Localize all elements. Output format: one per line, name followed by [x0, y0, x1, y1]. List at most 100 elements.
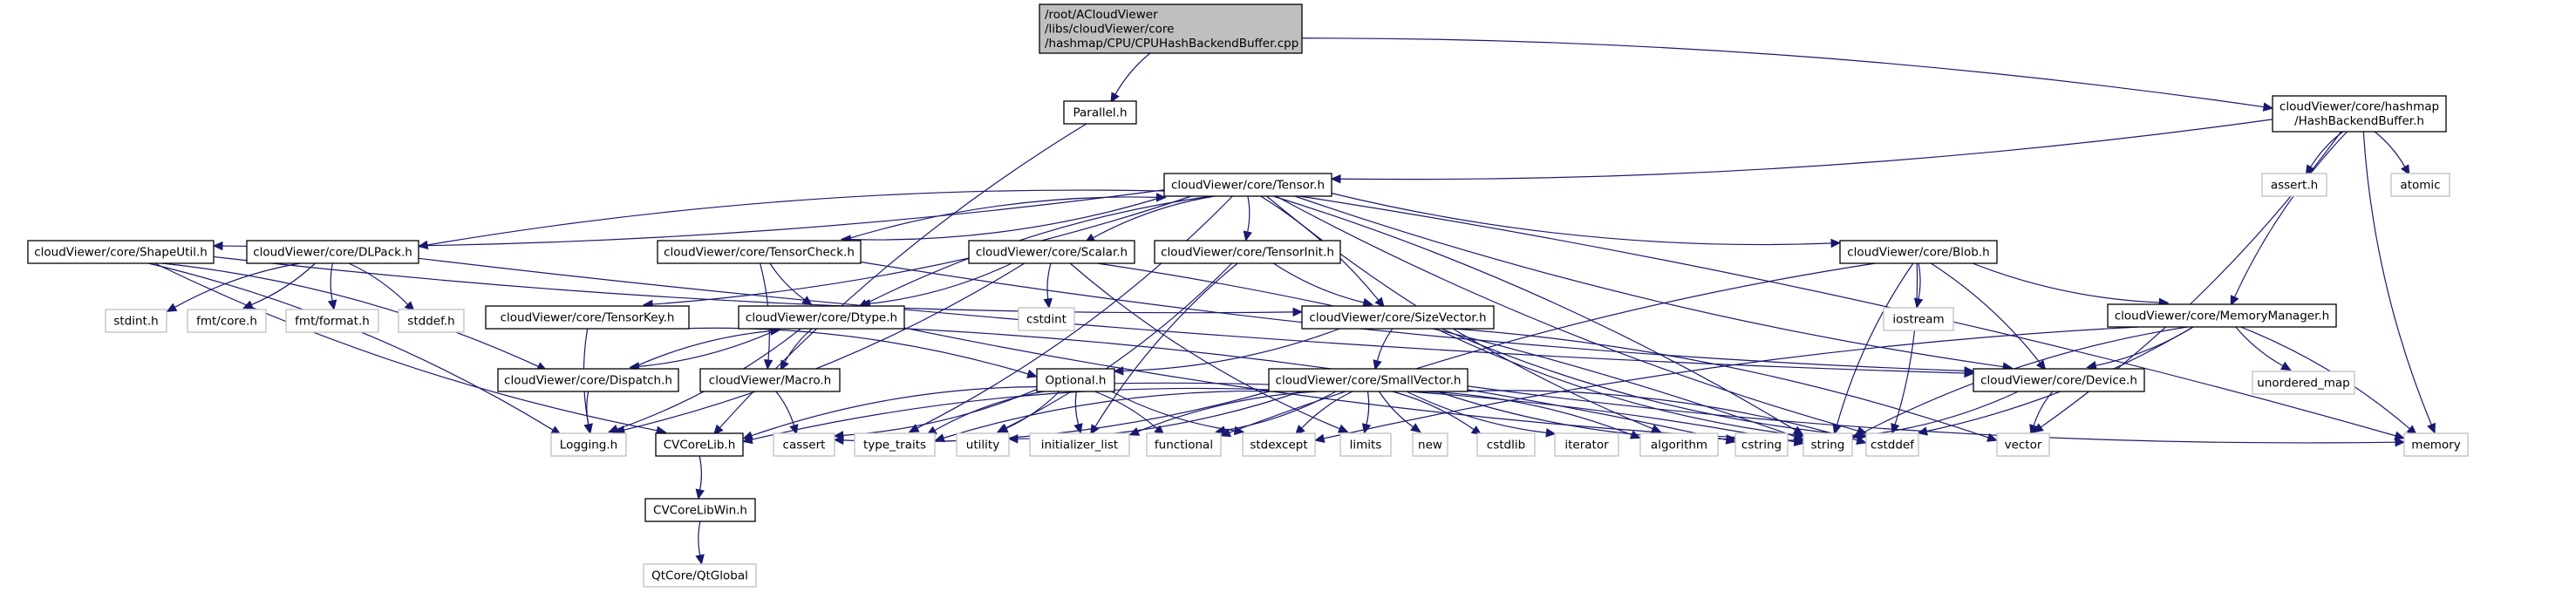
arrowhead-icon [1292, 307, 1304, 317]
edge-line [1860, 326, 2188, 435]
edge-line [638, 328, 780, 367]
arrowhead-icon [1410, 423, 1421, 433]
edge-line [154, 262, 658, 432]
node-label: CVCoreLibWin.h [653, 503, 747, 517]
node-blob[interactable]: cloudViewer/core/Blob.h [1839, 240, 1998, 264]
node-dispatch[interactable]: cloudViewer/core/Dispatch.h [497, 368, 679, 392]
edge-line [1441, 328, 1858, 437]
node-cassert: cassert [773, 432, 835, 457]
node-device[interactable]: cloudViewer/core/Device.h [1973, 368, 2145, 392]
node-label: cloudViewer/core/TensorCheck.h [664, 245, 855, 259]
node-box [956, 432, 1010, 457]
edge-line [903, 327, 1796, 441]
edge-line [1422, 391, 1632, 436]
node-tensor[interactable]: cloudViewer/core/Tensor.h [1163, 173, 1332, 197]
edge-line [1114, 52, 1151, 95]
arrowhead-icon [1026, 369, 1038, 378]
node-root[interactable]: /root/ACloudViewer/libs/cloudViewer/core… [1039, 3, 1303, 54]
edge-line [1301, 37, 2265, 108]
arrowhead-icon [583, 423, 593, 434]
node-box [2403, 432, 2469, 457]
node-label: cloudViewer/core/TensorKey.h [501, 310, 675, 324]
edge-shapeutil-to-cvcorelib [154, 262, 667, 435]
arrowhead-icon [212, 241, 223, 251]
edge-blob-to-cstddef [1891, 262, 1918, 434]
edge-smallvector-to-typetraits [934, 390, 1285, 443]
node-box [27, 240, 215, 264]
node-box [285, 309, 379, 333]
node-label: CVCoreLib.h [664, 438, 736, 452]
edge-line [1467, 385, 2396, 444]
node-tensorinit[interactable]: cloudViewer/core/TensorInit.h [1154, 240, 1341, 264]
edge-smallvector-to-stdexcept [1294, 391, 1353, 436]
edge-scalar-to-cstdint [1043, 262, 1053, 310]
node-label: cstdlib [1487, 438, 1525, 452]
arrowhead-icon [1793, 437, 1805, 446]
node-hashbuf[interactable]: cloudViewer/core/hashmap/HashBackendBuff… [2272, 95, 2447, 133]
node-box [1996, 432, 2050, 457]
edge-macro-to-cassert [775, 391, 799, 435]
edges-layer [147, 37, 2436, 566]
node-tensorkey[interactable]: cloudViewer/core/TensorKey.h [485, 305, 690, 330]
edge-line [251, 262, 316, 306]
node-label: cloudViewer/Macro.h [709, 373, 831, 387]
node-tensorcheck[interactable]: cloudViewer/core/TensorCheck.h [657, 240, 862, 264]
node-iostream: iostream [1883, 307, 1954, 331]
edge-hashbuf-to-atomic [2374, 131, 2410, 176]
node-label: cstring [1741, 438, 1782, 452]
edge-dtype-to-macro [780, 328, 813, 371]
node-dtype[interactable]: cloudViewer/core/Dtype.h [738, 305, 905, 330]
node-box [550, 432, 627, 457]
arrowhead-icon [417, 240, 429, 250]
node-scalar[interactable]: cloudViewer/core/Scalar.h [968, 240, 1135, 264]
arrowhead-icon [2029, 424, 2039, 435]
node-label: unordered_map [2257, 376, 2349, 390]
node-shapeutil[interactable]: cloudViewer/core/ShapeUtil.h [27, 240, 215, 264]
node-cvcorelibwin[interactable]: CVCoreLibWin.h [644, 498, 756, 522]
edge-dtype-to-dispatch [629, 328, 780, 371]
node-smallvector[interactable]: cloudViewer/core/SmallVector.h [1268, 368, 1469, 392]
edge-line [1378, 391, 1414, 428]
arrowhead-icon [934, 433, 945, 443]
node-label: /root/ACloudViewer [1045, 8, 1158, 22]
node-algorithm: algorithm [1639, 432, 1719, 457]
edge-smallvector-to-cstdlib [1392, 391, 1482, 436]
node-label: cloudViewer/core/SmallVector.h [1276, 373, 1462, 387]
arrowhead-icon [1110, 92, 1120, 104]
node-asserth: assert.h [2261, 173, 2327, 197]
arrowhead-icon [1073, 423, 1083, 434]
node-optional[interactable]: Optional.h [1036, 368, 1115, 392]
arrowhead-icon [1374, 296, 1385, 309]
arrowhead-icon [1470, 425, 1482, 436]
edge-smallvector-to-new [1378, 391, 1421, 433]
node-label: type_traits [863, 438, 926, 452]
node-box [773, 432, 835, 457]
node-label: vector [2005, 438, 2042, 452]
edge-line [2310, 131, 2344, 167]
node-label: string [1811, 438, 1845, 452]
node-label: functional [1155, 438, 1213, 452]
nodes-layer: /root/ACloudViewer/libs/cloudViewer/core… [27, 3, 2469, 588]
node-box [1039, 3, 1303, 54]
node-box [1146, 432, 1222, 457]
node-memory: memory [2403, 432, 2469, 457]
node-label: stdexcept [1250, 438, 1307, 452]
node-sizevector[interactable]: cloudViewer/core/SizeVector.h [1301, 305, 1495, 330]
node-label: cloudViewer/core/Device.h [1980, 373, 2137, 387]
node-box [1063, 100, 1137, 125]
node-initlist: initializer_list [1029, 432, 1130, 457]
node-label: cloudViewer/core/TensorInit.h [1161, 245, 1334, 259]
edge-tensorinit-to-sizevector [1273, 262, 1373, 308]
arrowhead-icon [2395, 437, 2406, 447]
arrowhead-icon [695, 554, 705, 566]
node-memmgr[interactable]: cloudViewer/core/MemoryManager.h [2107, 303, 2337, 328]
edge-smallvector-to-limits [1361, 391, 1372, 434]
node-macro[interactable]: cloudViewer/Macro.h [699, 368, 841, 392]
node-dlpack[interactable]: cloudViewer/core/DLPack.h [246, 240, 419, 264]
edge-line [1836, 262, 1914, 426]
node-parallel[interactable]: Parallel.h [1063, 100, 1137, 125]
edge-line [161, 262, 539, 367]
node-box [398, 309, 465, 333]
edge-tensor-to-tensorinit [1243, 195, 1252, 242]
node-cvcorelib[interactable]: CVCoreLib.h [655, 432, 744, 457]
